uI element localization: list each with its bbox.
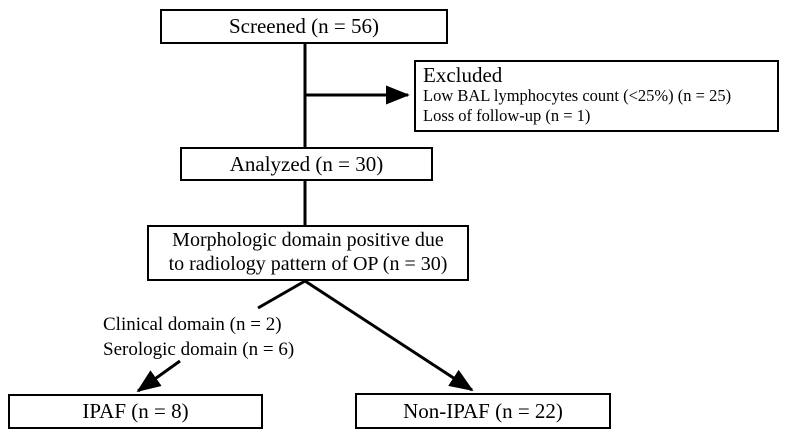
node-ipaf-label: IPAF (n = 8)	[82, 399, 189, 424]
node-morphologic-line-1: Morphologic domain positive due	[172, 229, 444, 252]
connector-morphologic-to-non-ipaf	[304, 279, 474, 392]
node-excluded: Excluded Low BAL lymphocytes count (<25%…	[414, 60, 779, 132]
node-morphologic-line-2: to radiology pattern of OP (n = 30)	[168, 253, 448, 275]
node-non-ipaf-label: Non-IPAF (n = 22)	[403, 398, 563, 423]
node-screened-label: Screened (n = 56)	[228, 14, 380, 39]
node-morphologic-domain: Morphologic domain positive due to radio…	[147, 225, 469, 281]
node-excluded-title: Excluded	[423, 63, 503, 87]
node-excluded-reason-1: Low BAL lymphocytes count (<25%) (n = 25…	[423, 86, 732, 106]
connector-morphologic-to-ipaf-lower	[136, 359, 181, 393]
node-analyzed-label: Analyzed (n = 30)	[229, 151, 384, 176]
domain-annotations: Clinical domain (n = 2) Serologic domain…	[103, 313, 294, 362]
node-analyzed: Analyzed (n = 30)	[180, 147, 433, 181]
connector-morphologic-to-ipaf-upper	[257, 279, 306, 310]
annotation-clinical-domain: Clinical domain (n = 2)	[103, 314, 282, 335]
annotation-serologic-domain: Serologic domain (n = 6)	[103, 338, 295, 360]
node-excluded-reason-2: Loss of follow-up (n = 1)	[423, 106, 591, 126]
node-ipaf: IPAF (n = 8)	[8, 394, 263, 429]
node-screened: Screened (n = 56)	[160, 9, 448, 44]
node-non-ipaf: Non-IPAF (n = 22)	[355, 393, 611, 429]
